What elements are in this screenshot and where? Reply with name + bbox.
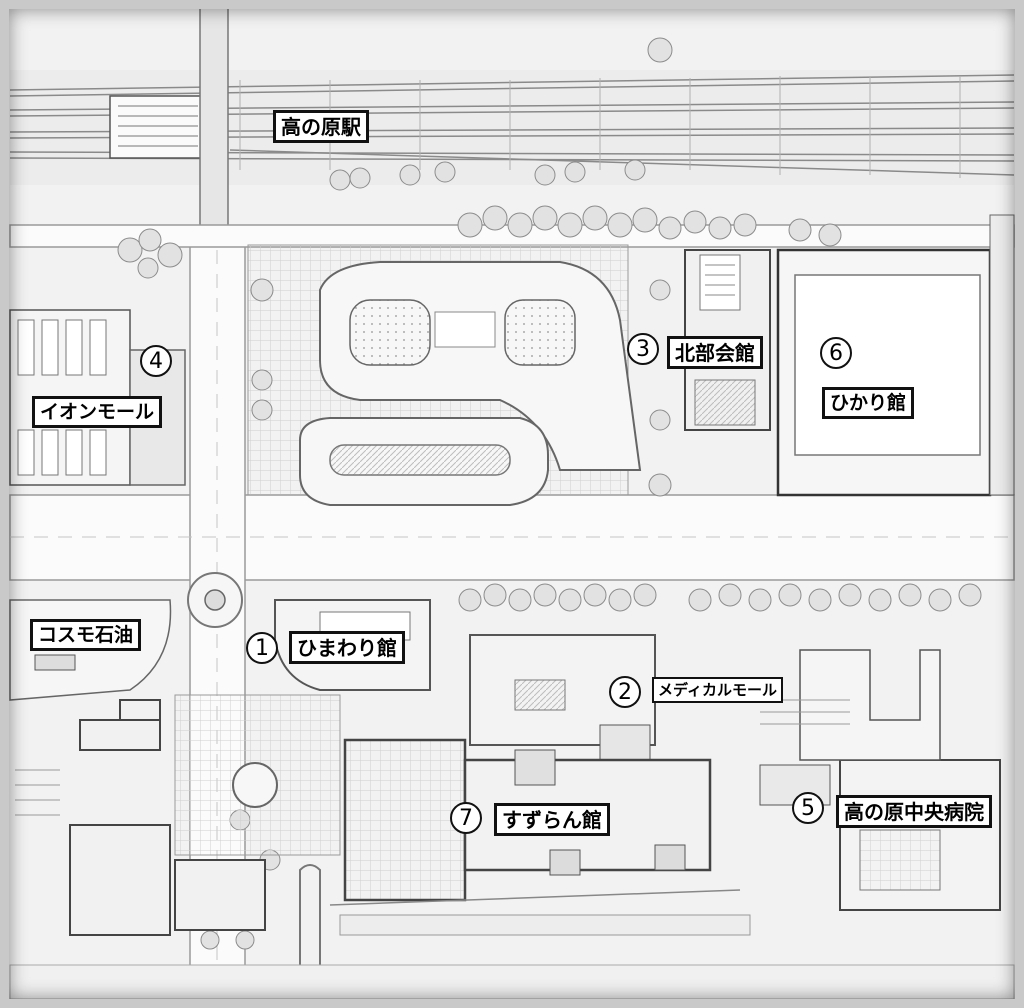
- marker-3: 3: [627, 333, 659, 365]
- marker-2: 2: [609, 676, 641, 708]
- label-cosmo-oil: コスモ石油: [30, 619, 142, 651]
- label-station: 高の原駅: [273, 110, 369, 143]
- station-building: [109, 4, 229, 241]
- label-hikari: ひかり館: [822, 387, 915, 419]
- lower-left-buildings: [69, 699, 266, 936]
- label-medical-mall: メディカルモール: [652, 677, 783, 703]
- trees: [117, 37, 982, 950]
- marker-1: 1: [246, 632, 278, 664]
- marker-6: 6: [820, 337, 852, 369]
- label-suzuran: すずらん館: [494, 803, 610, 836]
- hikari-hall-building: [776, 214, 1015, 497]
- label-hospital: 高の原中央病院: [836, 795, 992, 828]
- label-hokubu-hall: 北部会館: [667, 336, 763, 369]
- hospital-building: [759, 649, 1001, 911]
- marker-7: 7: [450, 802, 482, 834]
- label-himawari: ひまわり館: [289, 631, 405, 664]
- label-aeon-mall: イオンモール: [32, 396, 163, 428]
- marker-5: 5: [792, 792, 824, 824]
- station-plaza: [247, 244, 642, 506]
- south-plaza: [174, 694, 751, 985]
- marker-4: 4: [140, 345, 172, 377]
- roundabout: [187, 572, 243, 628]
